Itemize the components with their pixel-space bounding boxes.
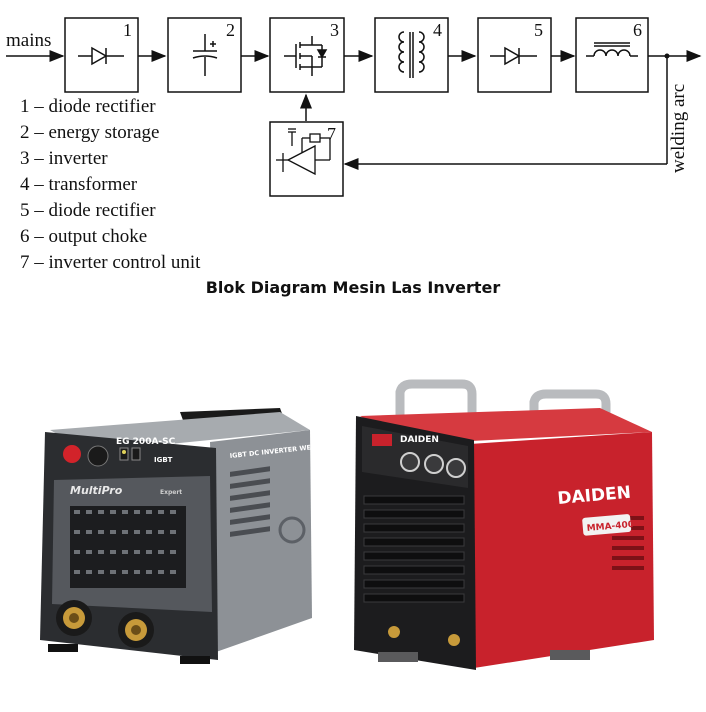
output-terminal-icon: [118, 612, 154, 648]
control-knob-icon: [446, 458, 466, 478]
current-knob-icon: [63, 445, 81, 463]
block-5-diode-rectifier: 5: [477, 17, 552, 93]
display-panel: [372, 434, 392, 446]
block-4-transformer: 4: [374, 17, 449, 93]
legend-item: 3 – inverter: [20, 148, 108, 169]
diode-icon: [490, 46, 537, 66]
legend-item: 1 – diode rectifier: [20, 96, 156, 117]
diode-icon: [78, 46, 124, 66]
diagram-caption: Blok Diagram Mesin Las Inverter: [205, 278, 501, 297]
block-number: 5: [534, 20, 543, 40]
legend-item: 6 – output choke: [20, 226, 148, 247]
inductor-icon: [586, 42, 638, 57]
right-model-label: MMA-400: [586, 520, 634, 534]
block-number: 4: [433, 20, 442, 40]
transformer-icon: [398, 31, 425, 78]
block-number: 2: [226, 20, 235, 40]
legend-item: 7 – inverter control unit: [20, 252, 201, 273]
legend-item: 2 – energy storage: [20, 122, 160, 143]
right-front-brand-label: DAIDEN: [400, 435, 439, 445]
junction-dot: [664, 53, 670, 59]
left-brand-label: MultiPro: [70, 484, 123, 497]
welding-arc-label: welding arc: [668, 84, 689, 173]
legend-item: 4 – transformer: [20, 174, 138, 195]
block-7-inverter-control-unit: 7: [269, 121, 344, 197]
output-terminal-icon: [388, 626, 400, 638]
block-number: 3: [330, 20, 339, 40]
daiden-welder-photo: DAIDEN MMA-400 DAIDEN: [354, 379, 654, 670]
block-2-energy-storage: 2: [167, 17, 242, 93]
control-knob-icon: [424, 454, 444, 474]
block-3-inverter: 3: [269, 17, 345, 93]
block-number: 7: [327, 124, 336, 144]
block-number: 6: [633, 20, 642, 40]
control-knob-icon: [400, 452, 420, 472]
block-6-output-choke: 6: [575, 17, 649, 93]
multipro-welder-photo: EG 200A-SC IGBT MultiPro Expert IGBT DC …: [40, 408, 330, 664]
output-terminal-icon: [448, 634, 460, 646]
signal-connectors: [6, 50, 702, 170]
mains-label: mains: [6, 30, 51, 51]
left-panel-label: IGBT: [154, 456, 173, 464]
block-number: 1: [123, 20, 132, 40]
transistor-icon: [284, 36, 328, 76]
legend-item: 5 – diode rectifier: [20, 200, 156, 221]
left-model-label: EG 200A-SC: [116, 437, 176, 447]
block-1-diode-rectifier: 1: [64, 17, 139, 93]
opamp-control-icon: [276, 128, 331, 176]
output-terminal-icon: [56, 600, 92, 636]
block-diagram: mains 1: [6, 17, 702, 197]
capacitor-icon: [192, 34, 218, 76]
left-brand-sub-label: Expert: [160, 489, 182, 496]
